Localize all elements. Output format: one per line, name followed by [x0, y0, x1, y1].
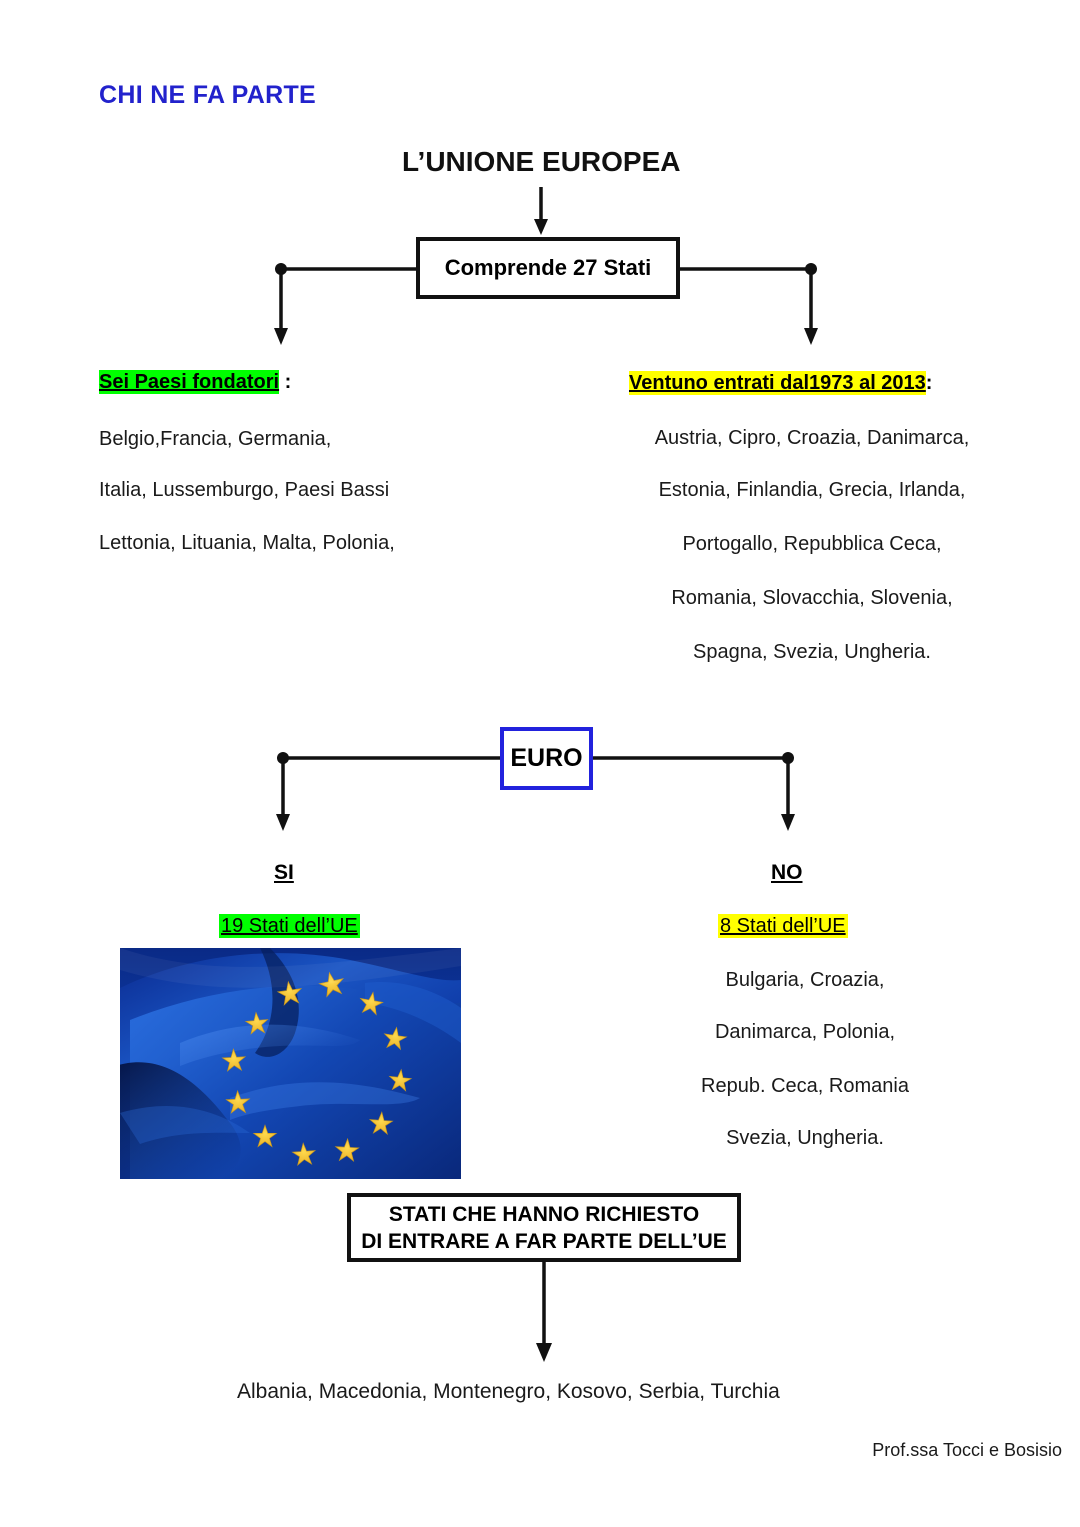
list-item: Repub. Ceca, Romania: [701, 1075, 909, 1097]
arrow-root-to-comprende: [534, 187, 548, 235]
list-item: Danimarca, Polonia,: [714, 1021, 896, 1043]
joiners-heading-highlight: Ventuno entrati dal1973 al 2013: [629, 371, 926, 395]
eu-flag-image: [120, 948, 461, 1179]
branch-euro-no: [593, 752, 795, 831]
list-item: Svezia, Ungheria.: [726, 1127, 884, 1149]
footer-credit: Prof.ssa Tocci e Bosisio: [872, 1440, 1062, 1460]
list-item: Lettonia, Lituania, Malta, Polonia,: [99, 532, 395, 554]
euro-answer-no: NO: [771, 861, 803, 884]
founders-heading: Sei Paesi fondatori :: [99, 370, 292, 394]
node-richiesta-line2: DI ENTRARE A FAR PARTE DELL’UE: [361, 1229, 727, 1253]
node-comprende-27-stati: Comprende 27 Stati: [416, 237, 680, 299]
node-euro-label: EURO: [510, 744, 583, 772]
founders-heading-highlight: Sei Paesi fondatori: [99, 370, 280, 394]
root-node-label: L’UNIONE EUROPEA: [402, 146, 681, 177]
list-item: Bulgaria, Croazia,: [725, 969, 885, 991]
list-item: Italia, Lussemburgo, Paesi Bassi: [99, 479, 390, 501]
euro-no-count: 8 Stati dell’UE: [718, 914, 848, 938]
branch-left-founders: [274, 263, 416, 345]
node-comprende-label: Comprende 27 Stati: [444, 255, 652, 280]
founders-heading-suffix: :: [279, 371, 292, 393]
joiners-heading: Ventuno entrati dal1973 al 2013:: [629, 371, 933, 395]
list-item: Portogallo, Repubblica Ceca,: [682, 533, 942, 555]
arrow-richiesta-to-candidates: [536, 1262, 552, 1362]
list-item: Austria, Cipro, Croazia, Danimarca,: [654, 427, 970, 449]
branch-right-joiners: [680, 263, 818, 345]
list-item: Romania, Slovacchia, Slovenia,: [671, 587, 953, 609]
node-stati-richiesta: STATI CHE HANNO RICHIESTO DI ENTRARE A F…: [347, 1193, 741, 1262]
joiners-heading-suffix: :: [925, 372, 933, 394]
node-richiesta-line1: STATI CHE HANNO RICHIESTO: [388, 1202, 700, 1226]
candidate-states-list: Albania, Macedonia, Montenegro, Kosovo, …: [237, 1380, 780, 1403]
branch-euro-yes: [276, 752, 500, 831]
euro-yes-count: 19 Stati dell’UE: [219, 914, 360, 938]
euro-answer-yes: SI: [274, 861, 294, 884]
node-euro: EURO: [500, 727, 593, 790]
page-title: CHI NE FA PARTE: [99, 81, 317, 109]
list-item: Estonia, Finlandia, Grecia, Irlanda,: [658, 479, 966, 501]
euro-yes-count-highlight: 19 Stati dell’UE: [219, 914, 360, 938]
list-item: Belgio,Francia, Germania,: [99, 428, 332, 450]
euro-no-count-highlight: 8 Stati dell’UE: [718, 914, 848, 938]
list-item: Spagna, Svezia, Ungheria.: [693, 641, 931, 663]
eu-flag-illustration: [120, 948, 461, 1179]
